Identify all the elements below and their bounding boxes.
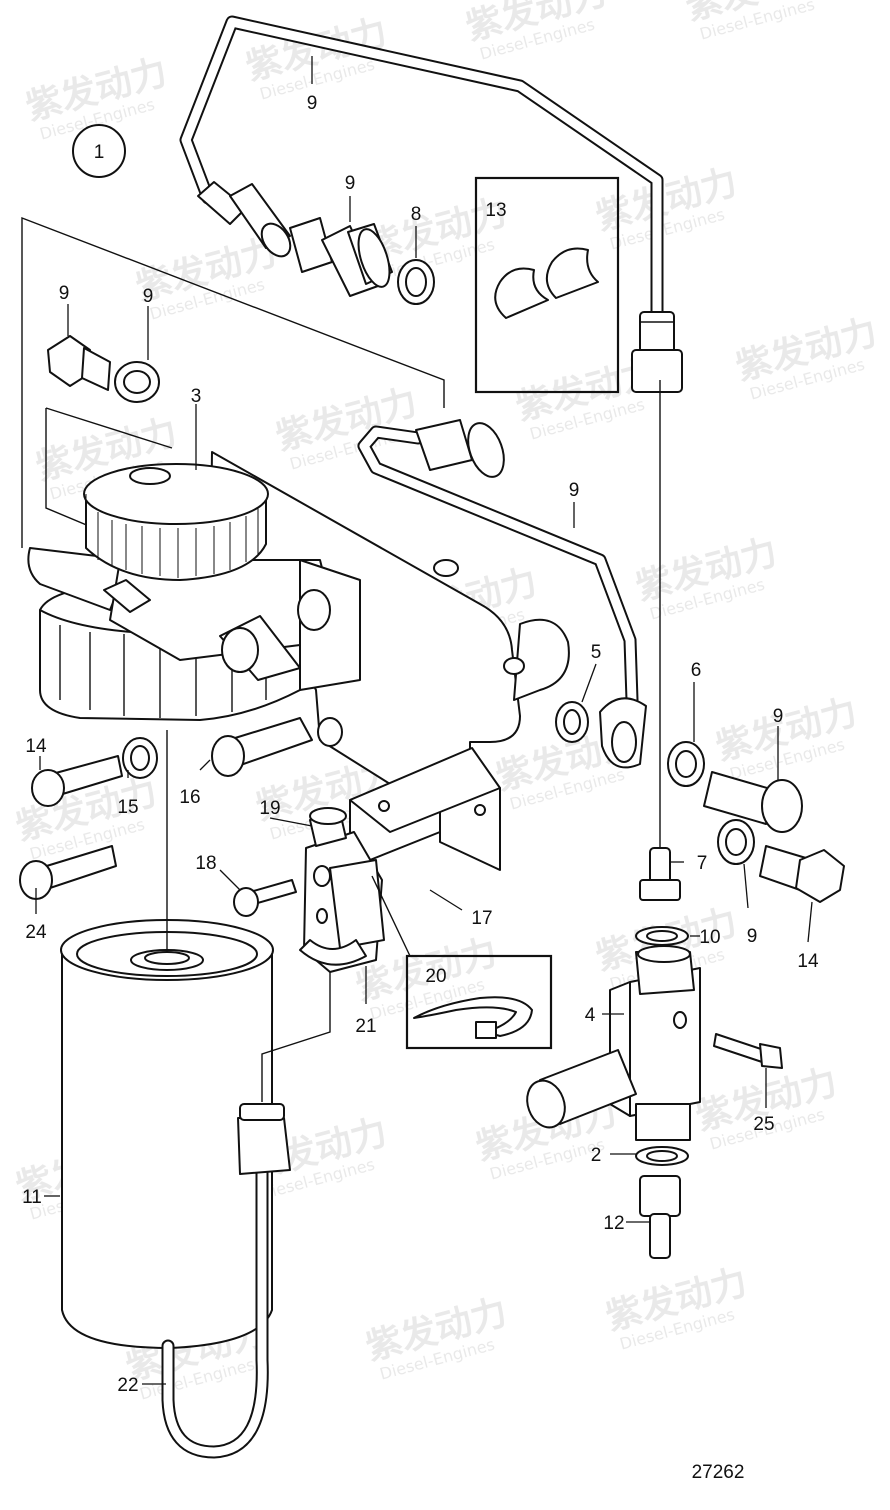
callout-10: 9: [773, 706, 784, 727]
bolt-19: [211, 717, 343, 777]
banjo-bolt-10: [703, 771, 803, 833]
washer-9-lower: [635, 926, 689, 946]
washer-9-mid-b: [667, 741, 705, 787]
washer-9-mid-a: [555, 701, 589, 743]
callout-4: 22: [117, 1375, 138, 1396]
pipe-12-fitting: [197, 181, 292, 258]
callout-15: 13: [485, 200, 506, 221]
callout-18: 15: [117, 797, 138, 818]
callout-3: 3: [191, 386, 202, 407]
bolt-17: [31, 755, 123, 807]
bracket-plate-16: [209, 451, 570, 871]
callout-23: 20: [425, 966, 446, 987]
group-marker-label: 1: [94, 142, 105, 163]
callout-20: 21: [355, 1016, 376, 1037]
callout-9-c: 5: [591, 642, 602, 663]
nipple-8: [639, 1175, 681, 1259]
callout-9-a: 8: [411, 204, 422, 225]
washer-9-top: [397, 259, 435, 305]
callout-6: 2: [591, 1145, 602, 1166]
filter-head-3: [27, 463, 361, 721]
washer-9-right: [717, 819, 755, 865]
pipe-11: [357, 419, 647, 769]
callout-9-b: 9: [143, 286, 154, 307]
bolt-25: [713, 1033, 783, 1069]
callout-19: 16: [179, 787, 200, 808]
callout-2: 11: [22, 1187, 42, 1208]
plug-14-right: [759, 845, 845, 903]
plug-14-top: [47, 335, 160, 403]
callout-24: 24: [25, 922, 47, 943]
callout-9-d: 6: [691, 660, 702, 681]
clips-15-box: [474, 176, 620, 394]
union-13: [289, 217, 393, 297]
callout-9-e: 9: [747, 926, 758, 947]
sensor-cable-4: [161, 972, 331, 1459]
callout-12: 9: [307, 93, 318, 114]
callout-14-a: 9: [59, 283, 70, 304]
washer-18: [122, 737, 158, 779]
callout-9-f: 10: [699, 927, 720, 948]
cable-tie-23-box: [371, 875, 553, 1050]
callout-14-b: 14: [797, 951, 819, 972]
separator-body-5: [526, 945, 701, 1141]
callout-13: 9: [345, 173, 356, 194]
callout-17: 14: [25, 736, 47, 757]
washer-6: [635, 1146, 689, 1166]
nipple-7: [639, 380, 681, 901]
drawing-number: 27262: [692, 1462, 745, 1483]
pipe-12: [179, 15, 683, 393]
callout-22: 19: [259, 798, 280, 819]
group-marker-circle: [72, 124, 126, 178]
callout-16: 17: [471, 908, 492, 929]
screw-21: [233, 879, 297, 917]
callout-8: 12: [603, 1213, 624, 1234]
callout-25: 25: [753, 1114, 774, 1135]
callout-5: 4: [585, 1005, 596, 1026]
callout-7: 7: [697, 853, 708, 874]
sensor-bracket-20: [299, 807, 385, 973]
callout-11: 9: [569, 480, 580, 501]
callout-21: 18: [195, 853, 216, 874]
callout-layer: 1 9 9 8 13 9 9 3 9 5 6 9 14 15 16 19 7: [22, 56, 819, 1483]
